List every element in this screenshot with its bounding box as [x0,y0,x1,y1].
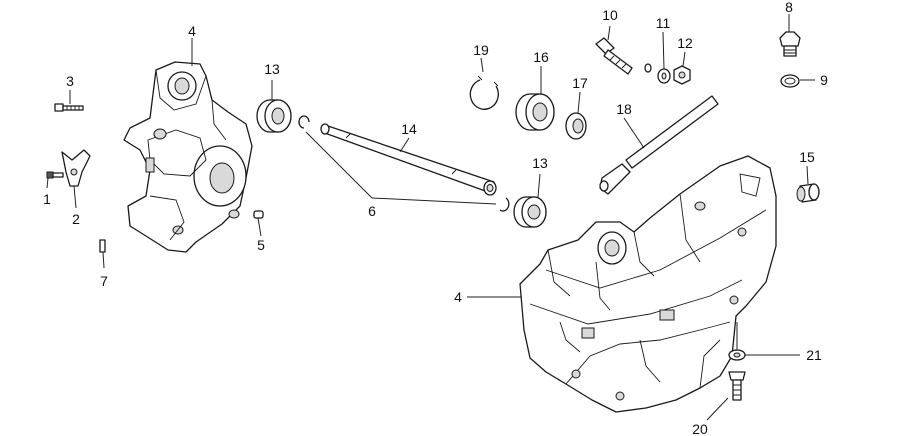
crankcase-right-half [519,155,777,413]
callout-11: 11 [656,15,671,31]
bearing-part-16 [515,93,555,131]
circlip-part-6 [298,115,510,212]
callout-3: 3 [66,73,74,89]
callout-labels: 4 3 1 2 7 5 13 14 6 19 16 17 13 10 11 12… [43,0,828,436]
hose-part-18 [599,95,719,195]
callout-16: 16 [533,49,549,65]
callout-8: 8 [785,0,793,15]
callout-18: 18 [616,101,632,117]
washer-part-11 [657,68,671,84]
leader-lines [46,14,815,421]
shift-fork-part-2 [61,149,91,187]
callout-19: 19 [473,42,489,58]
callout-7: 7 [100,273,108,289]
oil-seal-part-17 [565,112,587,140]
shaft-part-14 [320,123,497,196]
callout-6: 6 [368,203,376,219]
dowel-pin-part-7 [99,239,106,253]
bolt-part-10 [595,37,633,75]
callout-4-left: 4 [188,23,196,39]
callout-4-right: 4 [454,289,462,305]
bearing-part-13-lower [513,196,547,228]
bolt-part-20 [728,371,746,401]
callout-13-upper: 13 [264,61,280,77]
callout-1: 1 [43,191,51,207]
callout-15: 15 [799,149,815,165]
callout-9: 9 [820,72,828,88]
nut-part-12 [673,65,691,85]
drain-plug-part-8 [779,31,801,57]
callout-14: 14 [401,121,417,137]
callout-10: 10 [602,7,618,23]
bearing-part-13-upper [256,99,292,133]
callout-17: 17 [572,75,588,91]
small-ring-part [644,63,652,73]
snap-ring-part-19 [469,75,499,110]
callout-21: 21 [806,347,822,363]
bolt-part-3 [54,103,84,112]
o-ring-part-9 [780,74,800,88]
callout-5: 5 [257,237,265,253]
callout-12: 12 [677,35,693,51]
washer-part-21 [728,349,746,361]
callout-20: 20 [692,421,708,436]
bushing-part-15 [796,183,820,203]
crankcase-left-half [123,61,253,253]
bolt-part-1 [46,171,64,179]
callout-13-lower: 13 [532,155,548,171]
callout-2: 2 [72,211,80,227]
dowel-pin-part-5 [253,210,264,219]
